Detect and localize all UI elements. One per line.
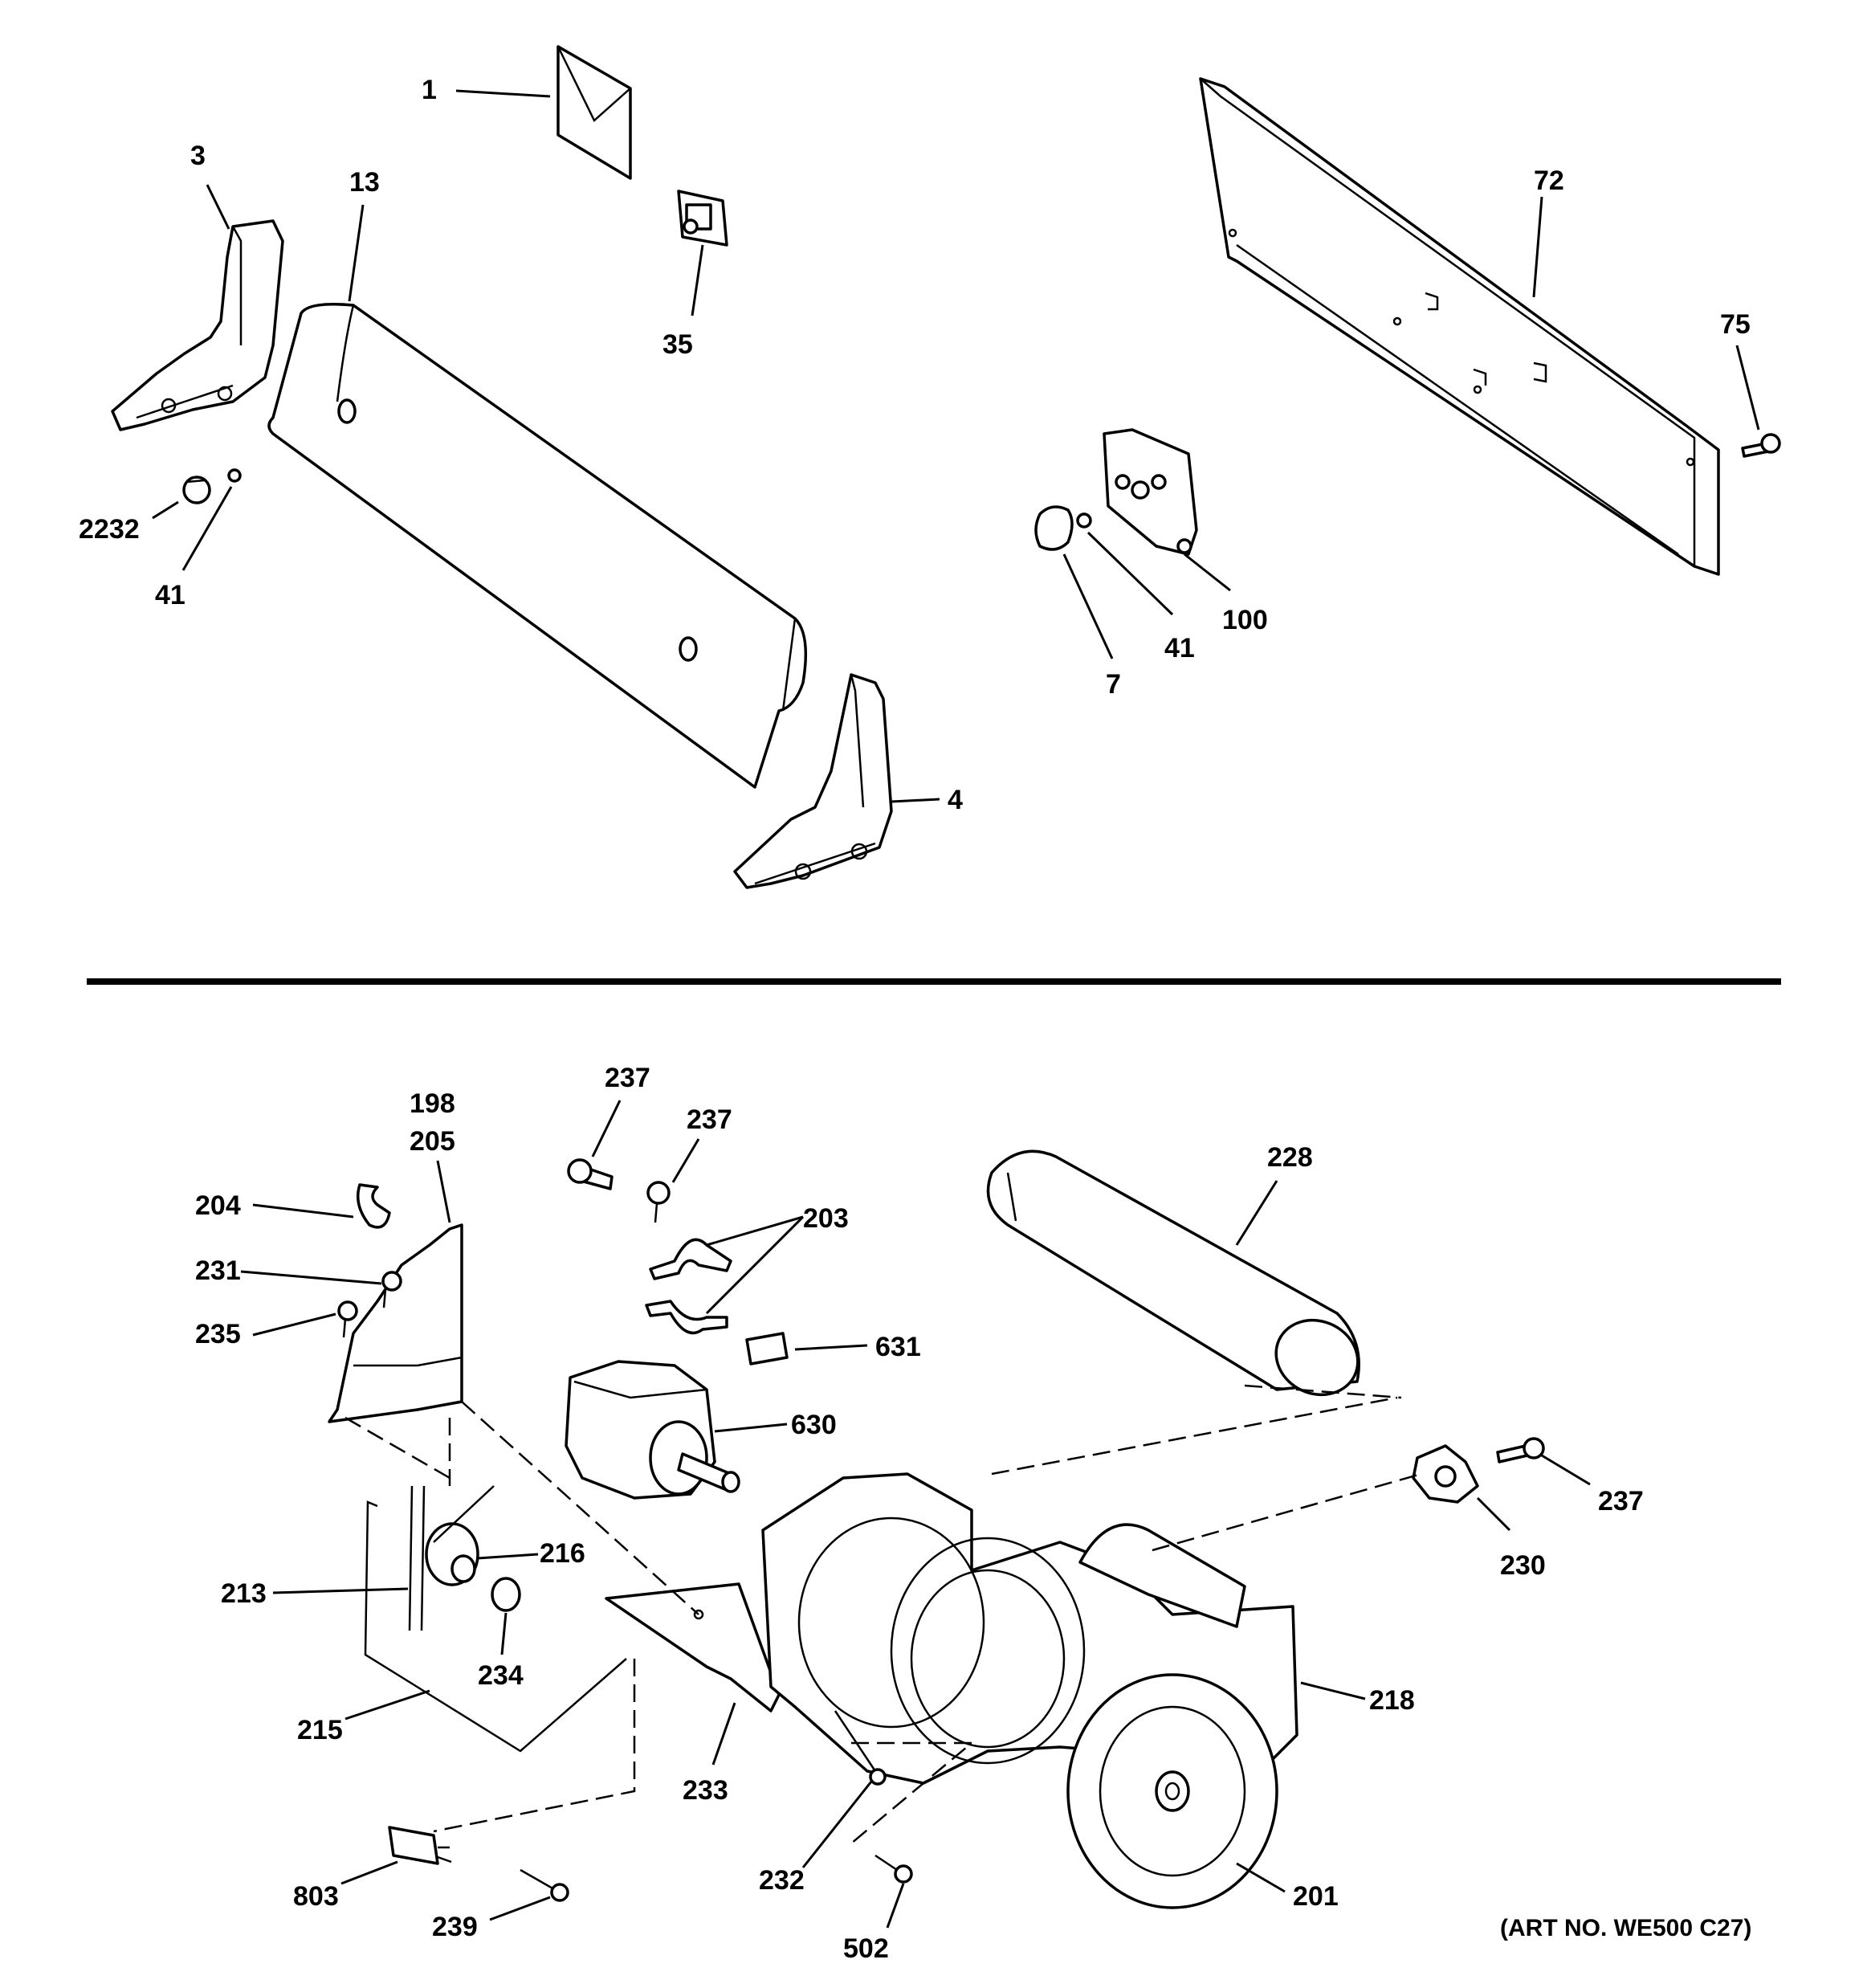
callout-803: 803 [293, 1881, 339, 1912]
part-231-screw [381, 1271, 402, 1308]
callout-631: 631 [875, 1332, 921, 1362]
part-215-idler-arm [364, 1500, 627, 1753]
part-41-washer-left [227, 468, 242, 483]
part-1-envelope [556, 45, 632, 180]
part-216-idler-pulley [425, 1485, 495, 1586]
callout-230: 230 [1500, 1550, 1546, 1581]
part-631-capacitor [745, 1332, 789, 1365]
part-235-screw [337, 1300, 358, 1338]
callout-35: 35 [662, 329, 693, 360]
callout-100: 100 [1222, 605, 1268, 635]
callout-13: 13 [349, 167, 380, 198]
part-237-screw-c [1496, 1437, 1545, 1463]
callout-labels: 1 3 13 35 2232 41 72 75 100 41 7 4 198 2… [79, 75, 1751, 1964]
part-2232-knob [182, 476, 211, 504]
part-228-duct [986, 1149, 1360, 1397]
part-630-motor [565, 1360, 740, 1500]
part-201-blower-wheel [1066, 1673, 1278, 1909]
callout-231: 231 [195, 1255, 241, 1286]
part-203-clamp-lower [645, 1300, 728, 1335]
callout-1: 1 [422, 75, 437, 105]
callout-41-right: 41 [1164, 633, 1195, 663]
callout-237-b: 237 [687, 1104, 732, 1135]
part-72-back-panel [1199, 77, 1720, 576]
part-4-endcap-right [733, 673, 893, 889]
part-237-screw-b [646, 1181, 671, 1223]
callout-228: 228 [1267, 1142, 1313, 1173]
part-204-clip [357, 1183, 391, 1229]
part-213-spring [408, 1485, 426, 1631]
part-7-knob [1034, 505, 1074, 551]
callout-203: 203 [803, 1203, 849, 1234]
part-237-screw-a [567, 1158, 614, 1190]
callout-239: 239 [432, 1912, 478, 1942]
callout-4: 4 [948, 785, 963, 815]
callout-205: 205 [410, 1126, 455, 1157]
callout-41-left: 41 [155, 580, 185, 610]
callout-7: 7 [1106, 669, 1121, 700]
part-75-screw [1741, 433, 1781, 458]
part-13-backsplash [267, 303, 808, 789]
part-41-washer-right [1076, 512, 1092, 529]
callout-235: 235 [195, 1319, 241, 1349]
part-803-switch [388, 1826, 452, 1865]
assembly-lines [344, 1384, 1422, 1844]
part-233-motor-mount [605, 1582, 781, 1712]
part-234-spacer [491, 1577, 521, 1612]
callout-3: 3 [190, 141, 206, 171]
callout-2232: 2232 [79, 514, 140, 545]
part-198-205-bracket [328, 1223, 463, 1423]
part-35-switch [677, 190, 728, 247]
callout-72: 72 [1534, 165, 1564, 196]
callout-204: 204 [195, 1190, 241, 1221]
callout-218: 218 [1369, 1685, 1415, 1716]
callout-198: 198 [410, 1088, 455, 1119]
callout-213: 213 [221, 1578, 267, 1609]
part-100-timer [1103, 428, 1198, 556]
callout-502: 502 [843, 1933, 889, 1964]
part-203-clamp-upper [649, 1238, 732, 1280]
callout-234: 234 [478, 1660, 524, 1691]
callout-237-c: 237 [1598, 1486, 1644, 1517]
callout-215: 215 [297, 1715, 343, 1745]
callout-216: 216 [540, 1538, 585, 1569]
part-239-screw [520, 1868, 569, 1902]
callout-232: 232 [759, 1865, 805, 1896]
callout-201: 201 [1293, 1881, 1339, 1912]
part-232-screw [834, 1710, 887, 1786]
callout-237-a: 237 [605, 1063, 650, 1093]
part-502-screw [874, 1854, 913, 1884]
leader-lines [152, 89, 1760, 1929]
callout-630: 630 [791, 1410, 837, 1440]
part-230-bracket [1412, 1444, 1479, 1504]
art-number: (ART NO. WE500 C27) [1500, 1915, 1751, 1941]
part-3-endcap-left [111, 219, 284, 431]
callout-75: 75 [1720, 309, 1751, 340]
callout-233: 233 [683, 1775, 728, 1806]
